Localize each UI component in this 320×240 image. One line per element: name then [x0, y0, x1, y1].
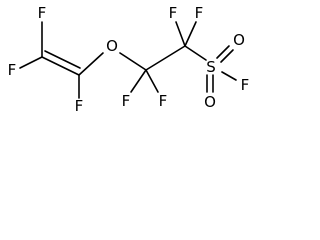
atom-f-bottom-left: F	[122, 92, 131, 110]
bond-c4-s	[184, 45, 207, 61]
bond-c4-f-tr	[184, 21, 197, 47]
atom-o-sulfonyl-bottom: O	[204, 93, 216, 111]
atom-f-left-vinyl: F	[8, 61, 17, 79]
atom-f-bottom-vinyl: F	[75, 97, 84, 115]
bond-c3-f-bl	[130, 69, 147, 93]
bonds	[19, 21, 237, 99]
bond-c3-f-br	[145, 69, 159, 93]
bond-c2-o	[78, 52, 104, 76]
bond-c4-f-tl	[175, 21, 186, 47]
bond-s-o-top-a	[216, 45, 230, 59]
bond-c1-c2-b	[44, 50, 81, 69]
atom-labels: F F F O F F F F S O O F	[8, 4, 250, 115]
bond-c1-f-left	[19, 56, 43, 69]
bond-s-f	[221, 71, 237, 81]
atom-f-top-vinyl: F	[38, 4, 47, 22]
atom-s-sulfonyl: S	[206, 58, 216, 76]
bond-o-c3	[119, 52, 147, 71]
atom-f-bottom-right: F	[159, 92, 168, 110]
atom-o-ether: O	[106, 37, 118, 55]
bond-c3-c4	[145, 45, 186, 71]
bond-c1-c2-a	[41, 56, 80, 76]
atom-o-sulfonyl-top: O	[233, 31, 245, 49]
chemical-structure: F F F O F F F F S O O F	[8, 4, 250, 115]
atom-f-top-left: F	[169, 4, 178, 22]
atom-f-sulfonyl: F	[241, 76, 250, 94]
atom-f-top-right: F	[195, 4, 204, 22]
bond-s-o-top-b	[220, 49, 234, 63]
